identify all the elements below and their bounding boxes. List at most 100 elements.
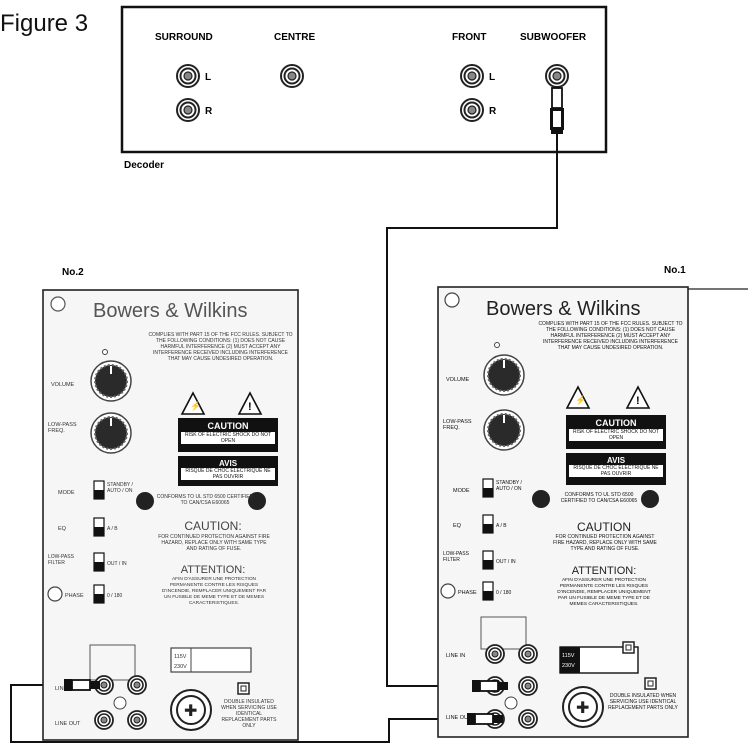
no2-lowpass-label: LOW-PASS FREQ. [48, 422, 77, 434]
figure-label: Figure 3 [0, 10, 89, 37]
cable-no1-to-no2 [10, 684, 467, 743]
decoder-sub-plug [550, 87, 564, 134]
cable-decoder-to-no1 [386, 134, 558, 687]
no1-lpf-label: LOW-PASS FILTER [443, 551, 469, 563]
no2-mode-switch [93, 480, 105, 500]
no1-lowpass-knob [483, 409, 525, 451]
no2-caution-heading: CAUTION: [184, 519, 241, 533]
decoder-unit: SURROUND CENTRE FRONT SUBWOOFER L R L R … [120, 5, 608, 171]
no1-volume-label: VOLUME [446, 377, 470, 383]
no1-attention-heading: ATTENTION: [572, 565, 637, 577]
no1-caution-box-title: CAUTION [596, 418, 637, 428]
no2-eq-switch [93, 517, 105, 537]
no1-caution-heading: CAUTION [577, 520, 631, 534]
no1-lpf-options: OUT / IN [496, 559, 516, 565]
no2-caution-box-text: RISK OF ELECTRIC SHOCK DO NOT OPEN [181, 432, 275, 444]
no2-mode-options: STANDBY / AUTO / ON [107, 482, 133, 494]
no2-phase-label: PHASE [65, 593, 84, 599]
no1-power-icon: ✚ [576, 700, 589, 717]
no1-line-in-plug [472, 680, 508, 692]
no2-brand: Bowers & Wilkins [93, 300, 247, 322]
no1-eq-switch [482, 514, 494, 534]
no1-avis-title: AVIS [607, 456, 626, 465]
no2-volume-knob [90, 360, 132, 402]
no2-eq-label: EQ [58, 526, 67, 532]
no2-phase-options: 0 / 180 [107, 593, 123, 599]
centre-jack [280, 64, 304, 88]
no2-power-icon: ✚ [184, 703, 197, 720]
no1-eq-label: EQ [453, 523, 462, 529]
subwoofer-no2-panel: Bowers & Wilkins COMPLIES WITH PART 15 O… [42, 289, 299, 741]
no1-line-out-jack-2 [518, 709, 538, 729]
no1-avis-text: RISQUE DE CHOC ELECTRIQUE NE PAS OUVRIR [569, 465, 663, 477]
surround-right-jack [176, 98, 200, 122]
no2-voltage-2: 230V [174, 664, 187, 670]
surround-l-label: L [205, 72, 211, 83]
no1-volume-knob [483, 354, 525, 396]
no1-line-in-jack-2 [518, 676, 538, 696]
surround-label: SURROUND [155, 32, 213, 43]
no1-input-jack-top-2 [518, 644, 538, 664]
no1-compliance: COMPLIES WITH PART 15 OF THE FCC RULES. … [538, 321, 683, 351]
front-r-label: R [489, 106, 497, 117]
subwoofer-no1-panel: Bowers & Wilkins COMPLIES WITH PART 15 O… [437, 286, 748, 738]
no1-voltage-2: 230V [562, 663, 575, 669]
no1-voltage-1: 115V [562, 653, 575, 659]
no2-compliance: COMPLIES WITH PART 15 OF THE FCC RULES. … [148, 332, 293, 362]
decoder-label: Decoder [124, 160, 164, 171]
no2-lpf-switch [93, 552, 105, 572]
no2-triangle-glyph-2: ! [248, 401, 252, 413]
no1-lpf-switch [482, 550, 494, 570]
no2-conforms-text: CONFORMS TO UL STD 6500 CERTIFIED TO CAN… [156, 494, 254, 506]
no1-triangle-glyph-1: ⚡ [575, 394, 586, 406]
front-l-label: L [489, 72, 495, 83]
decoder-box [120, 5, 608, 154]
no2-volume-label: VOLUME [51, 382, 75, 388]
no2-double-insulated: DOUBLE INSULATED WHEN SERVICING USE IDEN… [221, 699, 277, 729]
no2-line-out-jack-2 [127, 710, 147, 730]
no2-line-out-label: LINE OUT [55, 721, 81, 727]
no1-caution-body: FOR CONTINUED PROTECTION AGAINST FIRE HA… [553, 534, 657, 552]
surround-left-jack [176, 64, 200, 88]
front-left-jack [460, 64, 484, 88]
no2-attention-body: AFIN D'ASSURER UNE PROTECTION PERMANENTE… [161, 577, 267, 606]
centre-label: CENTRE [274, 32, 315, 43]
no2-voltage-1: 115V [174, 654, 187, 660]
no1-line-out-label: LINE OUT [446, 715, 472, 721]
no1-eq-options: A / B [496, 523, 507, 529]
no1-triangle-glyph-2: ! [636, 395, 640, 407]
no2-triangle-glyph-1: ⚡ [190, 400, 201, 412]
no2-lowpass-knob [90, 412, 132, 454]
subwoofer-out-jack [545, 64, 569, 88]
no1-label: No.1 [664, 265, 686, 276]
no2-caution-box-title: CAUTION [208, 421, 249, 431]
no1-caution-box-text: RISK OF ELECTRIC SHOCK DO NOT OPEN [569, 429, 663, 441]
no2-avis-text: RISQUE DE CHOC ELECTRIQUE NE PAS OUVRIR [181, 468, 275, 480]
no2-phase-switch [93, 584, 105, 604]
no1-line-out-plug [467, 713, 503, 725]
no2-attention-heading: ATTENTION: [181, 564, 246, 576]
no1-line-in-label: LINE IN [446, 653, 465, 659]
no2-line-in-jack-2 [127, 675, 147, 695]
no1-double-insulated: DOUBLE INSULATED WHEN SERVICING USE IDEN… [608, 693, 678, 711]
no2-lpf-label: LOW-PASS FILTER [48, 554, 74, 566]
no2-avis-title: AVIS [219, 459, 238, 468]
no2-line-in-plug [64, 679, 100, 691]
front-right-jack [460, 98, 484, 122]
no1-attention-body: AFIN D'ASSURER UNE PROTECTION PERMANENTE… [557, 578, 651, 607]
no1-brand: Bowers & Wilkins [486, 298, 640, 320]
surround-r-label: R [205, 106, 213, 117]
no1-phase-label: PHASE [458, 590, 477, 596]
no1-phase-options: 0 / 180 [496, 590, 512, 596]
no1-lowpass-label: LOW-PASS FREQ. [443, 419, 472, 431]
no1-mode-options: STANDBY / AUTO / ON [496, 480, 522, 492]
subwoofer-label: SUBWOOFER [520, 32, 587, 43]
no2-line-out-jack [94, 710, 114, 730]
no2-lpf-options: OUT / IN [107, 561, 127, 567]
no1-conforms-text: CONFORMS TO UL STD 6500 CERTIFIED TO CAN… [560, 492, 638, 504]
no1-mode-label: MODE [453, 488, 470, 494]
no2-caution-body: FOR CONTINUED PROTECTION AGAINST FIRE HA… [158, 534, 270, 552]
no2-eq-options: A / B [107, 526, 118, 532]
